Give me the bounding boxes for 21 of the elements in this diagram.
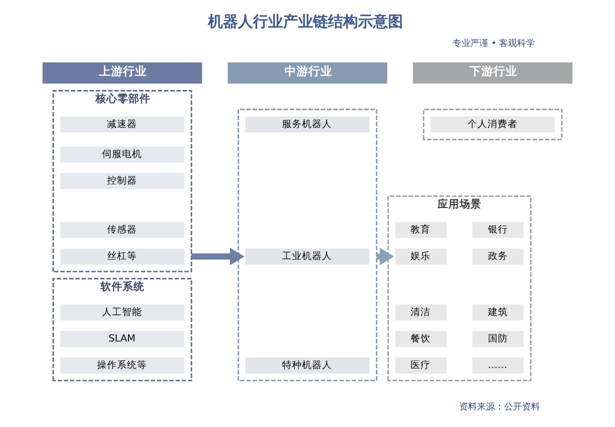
node-box: 丝杠等 <box>60 248 184 264</box>
node-box: 上游行业 <box>42 62 202 84</box>
diagram-title: 机器人行业产业链结构示意图 <box>208 12 403 31</box>
node-box: 传感器 <box>60 222 184 238</box>
node-box: 中游行业 <box>228 62 388 84</box>
cluster <box>422 108 563 140</box>
cluster <box>238 108 378 382</box>
node-box: 服务机器人 <box>245 116 370 132</box>
label: 专业严谨 • 客观科学 <box>452 39 536 50</box>
arrow <box>191 248 244 266</box>
node-box: 减速器 <box>60 116 184 132</box>
node-box: 娱乐 <box>395 248 447 264</box>
node-box: 工业机器人 <box>245 248 370 264</box>
node-box: SLAM <box>60 330 184 347</box>
label: 资料来源：公开资料 <box>459 402 540 412</box>
node-box: 操作系统等 <box>60 358 184 374</box>
node-box: 人工智能 <box>60 304 184 320</box>
node-box: 下游行业 <box>412 62 572 84</box>
node-box: 特种机器人 <box>245 358 370 374</box>
node-box: 伺服电机 <box>60 146 184 163</box>
node-box: 控制器 <box>60 173 184 190</box>
